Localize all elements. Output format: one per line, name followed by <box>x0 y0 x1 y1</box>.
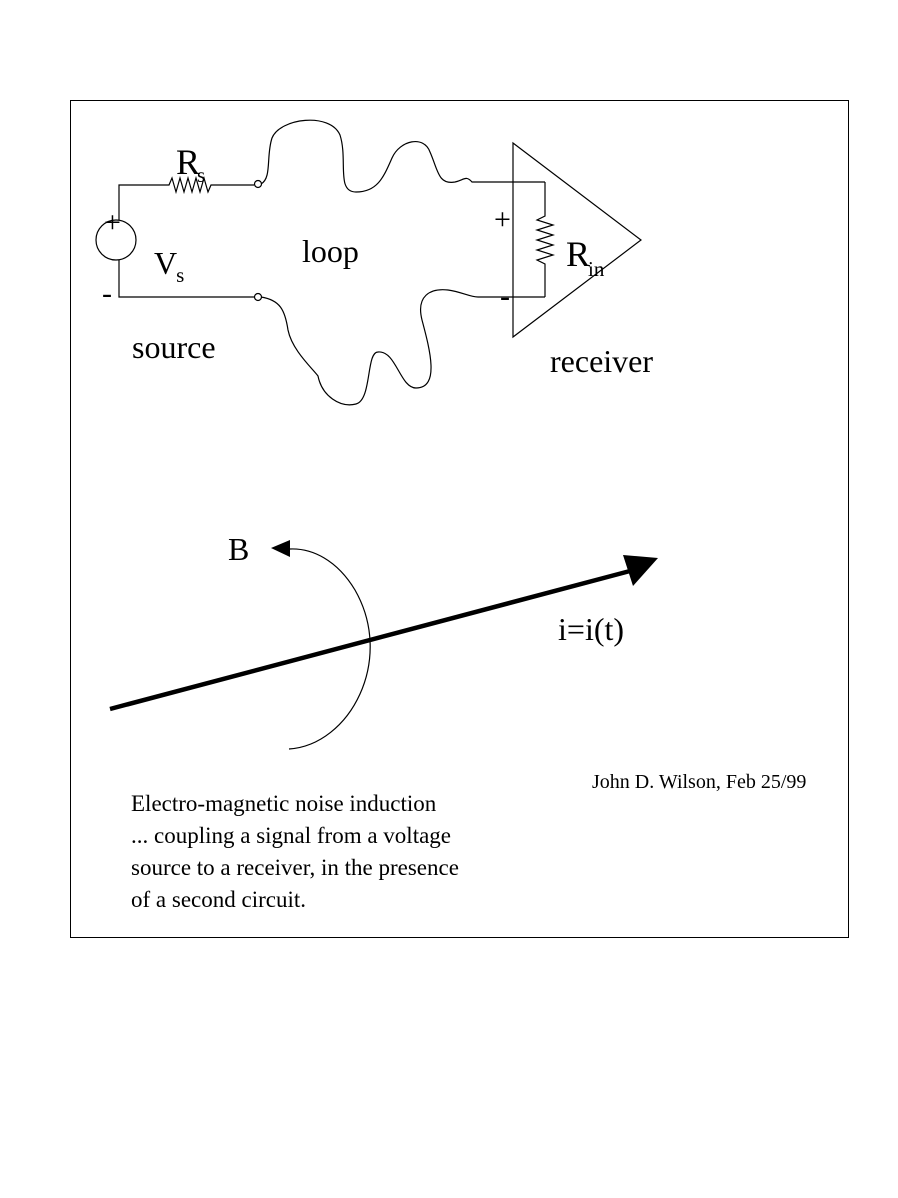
b-field-arc <box>288 548 371 750</box>
source-minus-sign: - <box>102 277 112 310</box>
source-bottom-wire <box>118 260 256 298</box>
source-top-wire <box>118 184 163 220</box>
figure-frame <box>70 100 849 938</box>
source-resistor-label: Rs <box>176 142 205 187</box>
magnetic-field-label: B <box>228 531 249 567</box>
receiver-plus-sign: + <box>494 203 511 236</box>
caption-line-4: of a second circuit. <box>131 887 306 912</box>
receiver-amplifier-symbol <box>512 141 642 339</box>
receiver-minus-sign: - <box>500 280 510 313</box>
voltage-source-label: Vs <box>154 245 184 287</box>
voltage-source-symbol <box>95 219 137 261</box>
b-field-arrowhead-icon <box>271 540 290 557</box>
current-label: i=i(t) <box>558 611 624 647</box>
top-terminal <box>253 179 263 189</box>
source-label: source <box>132 329 216 365</box>
circuit-diagram <box>95 119 642 406</box>
source-plus-sign: + <box>104 206 121 239</box>
receiver-label: receiver <box>550 343 653 379</box>
caption-line-3: source to a receiver, in the presence <box>131 855 459 880</box>
loop-label: loop <box>302 233 359 269</box>
input-resistor-symbol <box>534 212 556 268</box>
input-resistor-label: Rin <box>566 234 605 281</box>
author-credit: John D. Wilson, Feb 25/99 <box>592 771 806 793</box>
source-resistor-symbol <box>163 175 218 195</box>
caption-line-1: Electro-magnetic noise induction <box>131 791 437 816</box>
current-arrowhead-icon <box>623 555 658 586</box>
caption-block: Electro-magnetic noise induction ... cou… <box>131 791 459 912</box>
loop-top-wire <box>260 119 545 193</box>
bottom-terminal <box>253 292 263 302</box>
loop-bottom-wire <box>260 289 545 406</box>
caption-line-2: ... coupling a signal from a voltage <box>131 823 451 848</box>
field-diagram <box>109 540 658 750</box>
